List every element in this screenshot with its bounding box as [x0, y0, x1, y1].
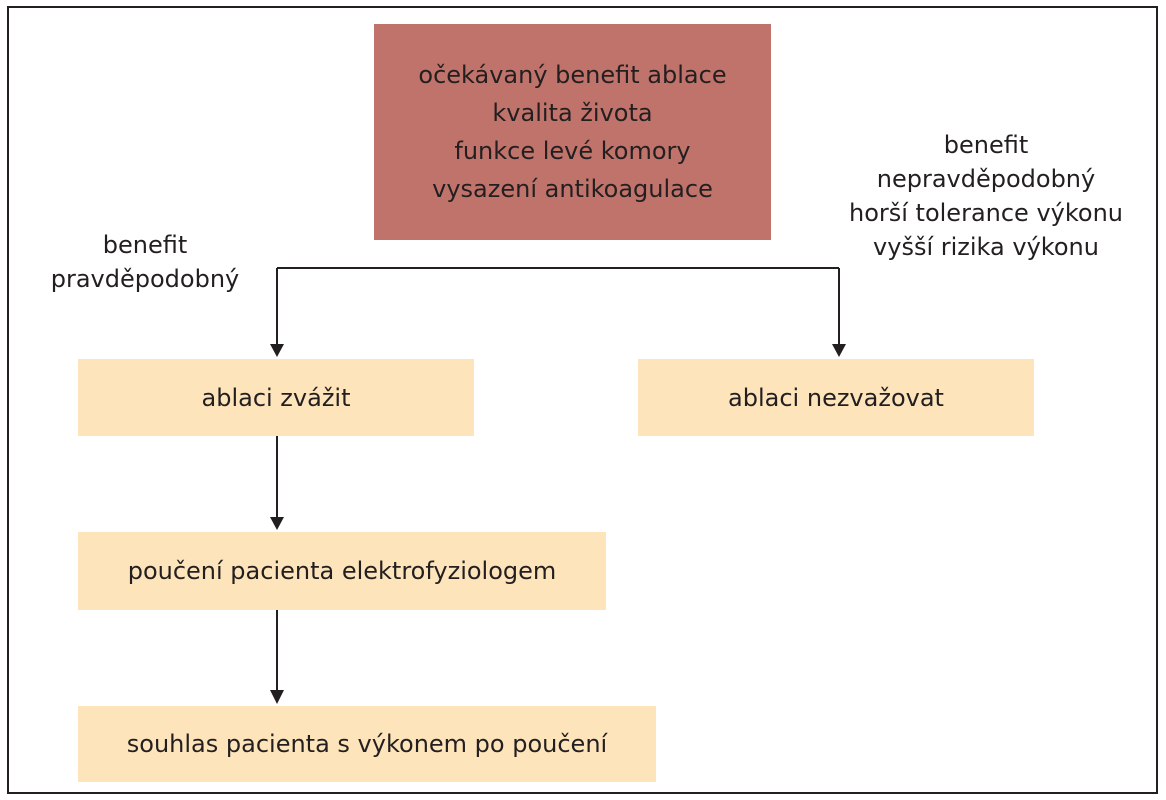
benefit-line-2: kvalita života [492, 99, 653, 127]
benefit-line-3: funkce levé komory [454, 137, 691, 165]
consider-ablation-box: ablaci zvážit [78, 359, 474, 436]
benefit-likely-label: benefit pravděpodobný [30, 228, 260, 296]
patient-education-text: poučení pacienta elektrofyziologem [127, 557, 557, 585]
arrowhead-consent [270, 690, 284, 704]
benefit-line-1: očekávaný benefit ablace [418, 61, 727, 89]
arrowhead-not-consider [832, 344, 846, 357]
diagram-frame [7, 6, 1158, 794]
patient-education-box: poučení pacienta elektrofyziologem [78, 532, 606, 610]
benefit-likely-line-1: benefit [102, 231, 188, 259]
benefit-likely-line-2: pravděpodobný [50, 265, 240, 293]
arrowhead-consider [270, 344, 284, 357]
do-not-consider-ablation-text: ablaci nezvažovat [728, 383, 944, 412]
benefit-unlikely-line-4: vyšší rizika výkonu [873, 233, 1099, 261]
consider-ablation-text: ablaci zvážit [201, 383, 351, 412]
benefit-unlikely-line-1: benefit [943, 131, 1029, 159]
patient-consent-box: souhlas pacienta s výkonem po poučení [78, 706, 656, 782]
benefit-unlikely-label: benefit nepravděpodobný horší tolerance … [830, 128, 1142, 264]
arrowhead-education [270, 517, 284, 530]
do-not-consider-ablation-box: ablaci nezvažovat [638, 359, 1034, 436]
patient-consent-text: souhlas pacienta s výkonem po poučení [126, 730, 608, 758]
benefit-unlikely-line-3: horší tolerance výkonu [848, 199, 1124, 227]
expected-benefit-box: očekávaný benefit ablace kvalita života … [374, 24, 771, 240]
benefit-unlikely-line-2: nepravděpodobný [876, 165, 1096, 193]
benefit-line-4: vysazení antikoagulace [432, 175, 713, 203]
